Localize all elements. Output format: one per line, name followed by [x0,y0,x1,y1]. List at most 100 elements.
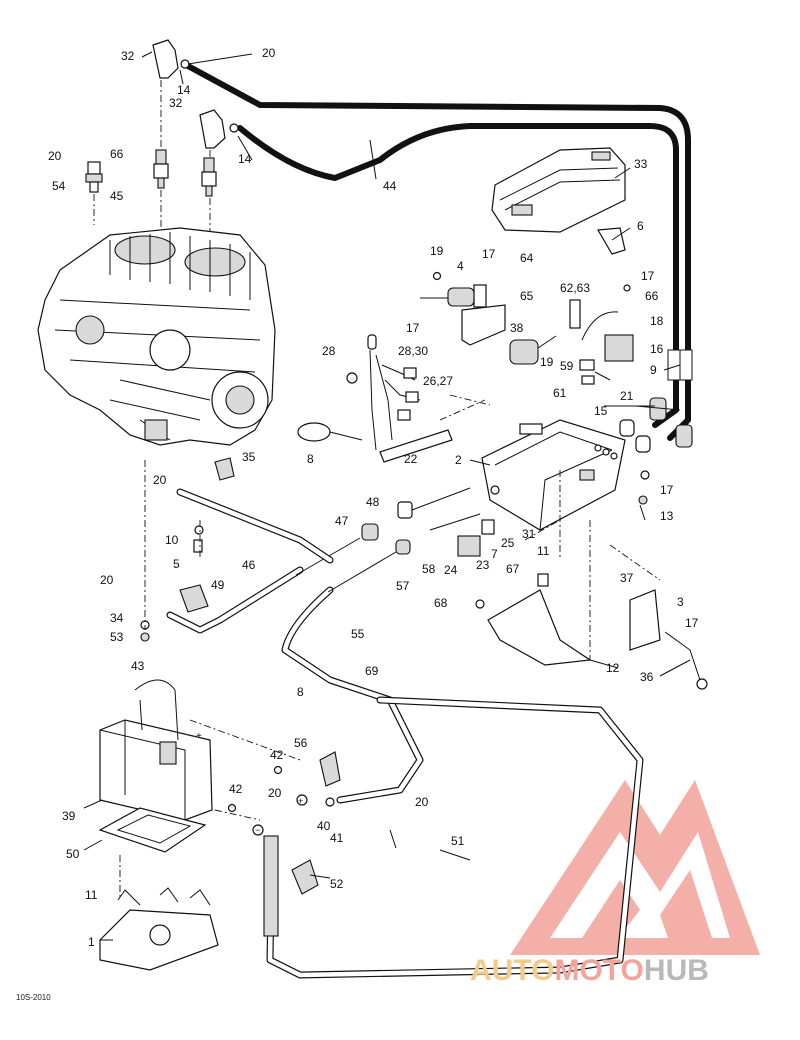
callout-17: 17 [482,247,496,261]
callout-26-27: 26,27 [423,374,453,388]
cable-tie [297,422,363,442]
callout-11: 11 [537,544,550,558]
callout-16: 16 [650,342,664,356]
watermark-text: AUTOMOTOHUB [470,954,709,987]
callout-labels: 32 20 14 32 14 20 66 54 45 44 33 6 19 4 … [48,46,699,949]
callout-17: 17 [660,483,674,497]
air-silencer [491,147,626,255]
callout-22: 22 [404,452,418,466]
temperature-sensor [85,161,103,225]
callout-24: 24 [444,563,458,577]
callout-28-30: 28,30 [398,344,428,358]
mounting-plate [487,520,592,666]
watermark-brand: AUTOMOTOHUB [470,954,709,987]
callout-14: 14 [238,152,252,166]
svg-text:−: − [255,825,260,835]
polarity-marks: + + − [196,731,308,836]
callout-4: 4 [457,259,464,273]
battery-cable [176,488,644,979]
callout-23: 23 [476,558,490,572]
svg-text:+: + [196,731,202,742]
callout-58: 58 [422,562,436,576]
spark-plug-caps [152,39,239,149]
callout-13: 13 [660,509,674,523]
callout-18: 18 [650,314,664,328]
cable-grommets [619,397,693,453]
callout-47: 47 [335,514,349,528]
callout-61: 61 [553,386,567,400]
reference-code: 10S-2010 [16,993,51,1002]
ignition-coil [420,271,506,346]
battery-tray [99,887,219,971]
callout-31: 31 [522,527,536,541]
callout-66: 66 [110,147,124,161]
callout-34: 34 [110,611,124,625]
callout-5: 5 [173,557,180,571]
spark-plugs [153,80,217,240]
callout-54: 54 [52,179,66,193]
callout-38: 38 [510,321,524,335]
callout-9: 9 [650,363,657,377]
callout-25: 25 [501,536,515,550]
callout-14: 14 [177,83,191,97]
relay-assembly [569,284,634,385]
callout-32: 32 [169,96,183,110]
callout-57: 57 [396,579,410,593]
callout-51: 51 [451,834,465,848]
callout-45: 45 [110,189,124,203]
callout-59: 59 [560,359,574,373]
callout-19: 19 [540,355,554,369]
callout-8: 8 [297,685,304,699]
bracket-ground [609,544,708,690]
coil-38 [509,335,557,365]
callout-28: 28 [322,344,336,358]
battery-pad [98,807,207,853]
callout-40: 40 [317,819,331,833]
control-cables [166,487,495,804]
callout-66: 66 [645,289,659,303]
callout-37: 37 [620,571,634,585]
callout-42: 42 [229,782,243,796]
callout-67: 67 [506,562,520,576]
callout-8: 8 [307,452,314,466]
callout-15: 15 [594,404,608,418]
callout-68: 68 [434,596,448,610]
callout-42: 42 [270,748,284,762]
callout-41: 41 [330,831,344,845]
leader-lines [83,51,691,941]
callout-17: 17 [641,269,655,283]
callout-20: 20 [153,473,167,487]
guide-lines [119,394,561,900]
electrical-box [481,419,626,531]
callout-20: 20 [100,573,114,587]
small-hardware [140,457,650,813]
callout-35: 35 [242,450,256,464]
callout-46: 46 [242,558,256,572]
engine-block [37,227,276,446]
callout-2: 2 [455,453,462,467]
callout-7: 7 [491,547,498,561]
callout-69: 69 [365,664,379,678]
callout-17: 17 [685,616,699,630]
callout-20: 20 [415,795,429,809]
callout-33: 33 [634,157,648,171]
callout-50: 50 [66,847,80,861]
callout-36: 36 [640,670,654,684]
callout-52: 52 [330,877,344,891]
callout-62-63: 62,63 [560,281,590,295]
callout-48: 48 [366,495,380,509]
terminal-caps [291,751,341,895]
callout-12: 12 [606,661,620,675]
callout-55: 55 [351,627,365,641]
callout-3: 3 [677,595,684,609]
callout-20: 20 [262,46,276,60]
battery [99,679,213,821]
callout-20: 20 [48,149,62,163]
callout-64: 64 [520,251,534,265]
ignition-cables [185,63,693,441]
callout-21: 21 [620,389,634,403]
callout-39: 39 [62,809,76,823]
svg-text:+: + [298,796,303,806]
